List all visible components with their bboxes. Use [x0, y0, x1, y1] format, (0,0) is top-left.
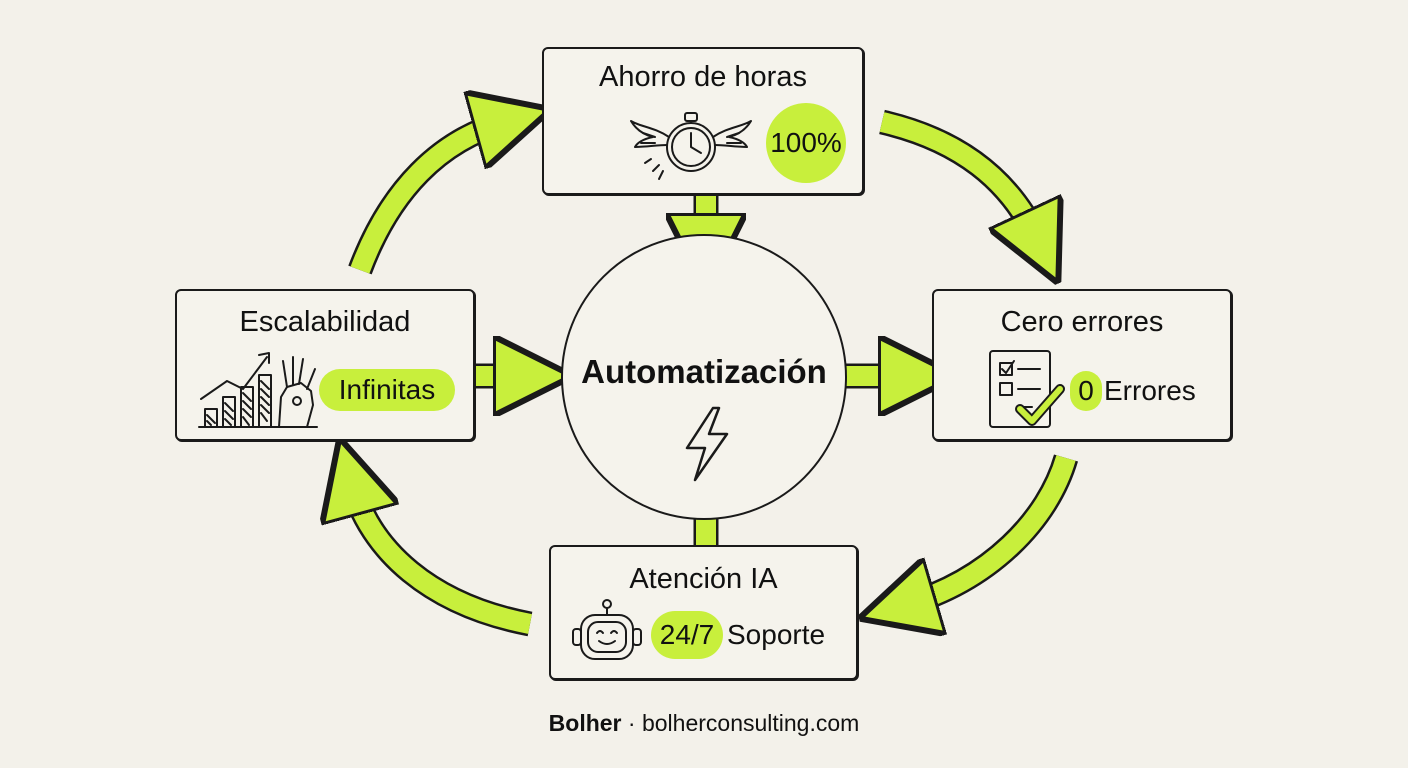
node-title: Cero errores — [1000, 306, 1164, 338]
badge-infinitas: Infinitas — [319, 369, 455, 411]
cycle-arrow-bottom-to-left — [352, 484, 532, 634]
cycle-arrow-left-to-top — [350, 122, 505, 274]
node-cero-errores: Cero errores 0 Errores — [932, 289, 1232, 441]
node-title: Escalabilidad — [239, 306, 411, 338]
node-escalabilidad: Escalabilidad Infinitas — [175, 289, 475, 441]
node-ahorro-de-horas: Ahorro de horas 100% — [542, 47, 864, 195]
robot-icon — [572, 599, 642, 660]
center-hub: Automatización — [561, 234, 847, 520]
node-atencion-ia: Atención IA 24/7 Soporte — [549, 545, 858, 680]
badge-24-7: 24/7 — [651, 611, 723, 659]
cycle-arrow-top-to-right — [879, 112, 1038, 240]
node-title: Atención IA — [629, 563, 778, 595]
growth-chart-robot-hand-icon — [198, 352, 318, 428]
lightning-bolt-icon — [685, 406, 729, 482]
footer-brand: Bolher — [548, 710, 622, 736]
support-label: Soporte — [727, 619, 826, 650]
node-title: Ahorro de horas — [599, 61, 807, 93]
badge-100-percent: 100% — [766, 103, 846, 183]
checklist-icon — [989, 350, 1065, 428]
footer-separator: · — [627, 710, 636, 736]
cycle-arrow-right-to-bottom — [905, 455, 1076, 605]
center-label: Automatización — [581, 353, 827, 390]
errors-label: Errores — [1104, 375, 1196, 406]
footer-url: bolherconsulting.com — [641, 710, 860, 736]
winged-stopwatch-icon — [630, 112, 752, 180]
badge-zero: 0 — [1070, 371, 1102, 411]
footer-credit: Bolher · bolherconsulting.com — [0, 710, 1408, 737]
